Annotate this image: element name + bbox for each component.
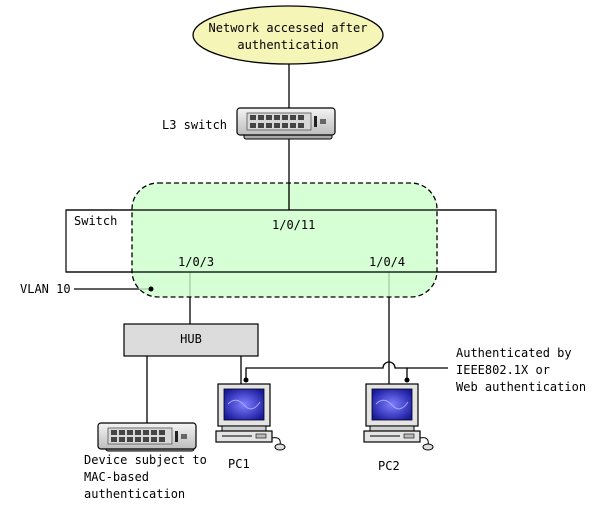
pc2-label: PC2 bbox=[378, 459, 400, 473]
device-label-line3: authentication bbox=[84, 487, 185, 501]
pc1-computer-icon bbox=[215, 383, 286, 451]
l3-switch-label: L3 switch bbox=[162, 118, 227, 132]
hub-label: HUB bbox=[180, 332, 202, 346]
device-label-line2: MAC-based bbox=[84, 470, 149, 484]
port-pc2-label: 1/0/4 bbox=[369, 255, 405, 269]
pc1-label: PC1 bbox=[228, 457, 250, 471]
network-ellipse bbox=[192, 5, 384, 65]
switch-node: Switch 1/0/11 1/0/3 1/0/4 VLAN 10 bbox=[20, 182, 497, 298]
network-label-line1: Network accessed after bbox=[209, 21, 368, 35]
l3-switch-node: L3 switch bbox=[162, 107, 336, 140]
mac-device-icon bbox=[97, 422, 197, 452]
port-uplink-label: 1/0/11 bbox=[272, 218, 315, 232]
vlan-label: VLAN 10 bbox=[20, 282, 71, 296]
port-hub-label: 1/0/3 bbox=[178, 255, 214, 269]
network-label-line2: authentication bbox=[237, 38, 338, 52]
pc1-node: PC1 bbox=[215, 377, 286, 471]
switch-label: Switch bbox=[74, 214, 117, 228]
device-label-line1: Device subject to bbox=[84, 453, 207, 467]
pc2-node: PC2 bbox=[363, 377, 434, 473]
auth-label-line2: IEEE802.1X or bbox=[456, 363, 550, 377]
auth-label-line1: Authenticated by bbox=[456, 346, 572, 360]
hub-node: HUB bbox=[123, 323, 259, 357]
pc1-port-dot bbox=[243, 377, 249, 383]
network-node: Network accessed after authentication bbox=[192, 5, 384, 65]
pc2-port-dot bbox=[404, 377, 410, 383]
link-auth-pc1-crossover bbox=[245, 361, 408, 380]
l3-switch-icon bbox=[236, 107, 336, 140]
vlan-marker bbox=[148, 286, 154, 292]
pc2-computer-icon bbox=[363, 383, 434, 451]
vlan-region bbox=[131, 182, 438, 298]
hub-box bbox=[123, 323, 259, 357]
auth-annotation: Authenticated by IEEE802.1X or Web authe… bbox=[456, 346, 586, 394]
auth-label-line3: Web authentication bbox=[456, 380, 586, 394]
mac-device-node: Device subject to MAC-based authenticati… bbox=[84, 422, 207, 501]
